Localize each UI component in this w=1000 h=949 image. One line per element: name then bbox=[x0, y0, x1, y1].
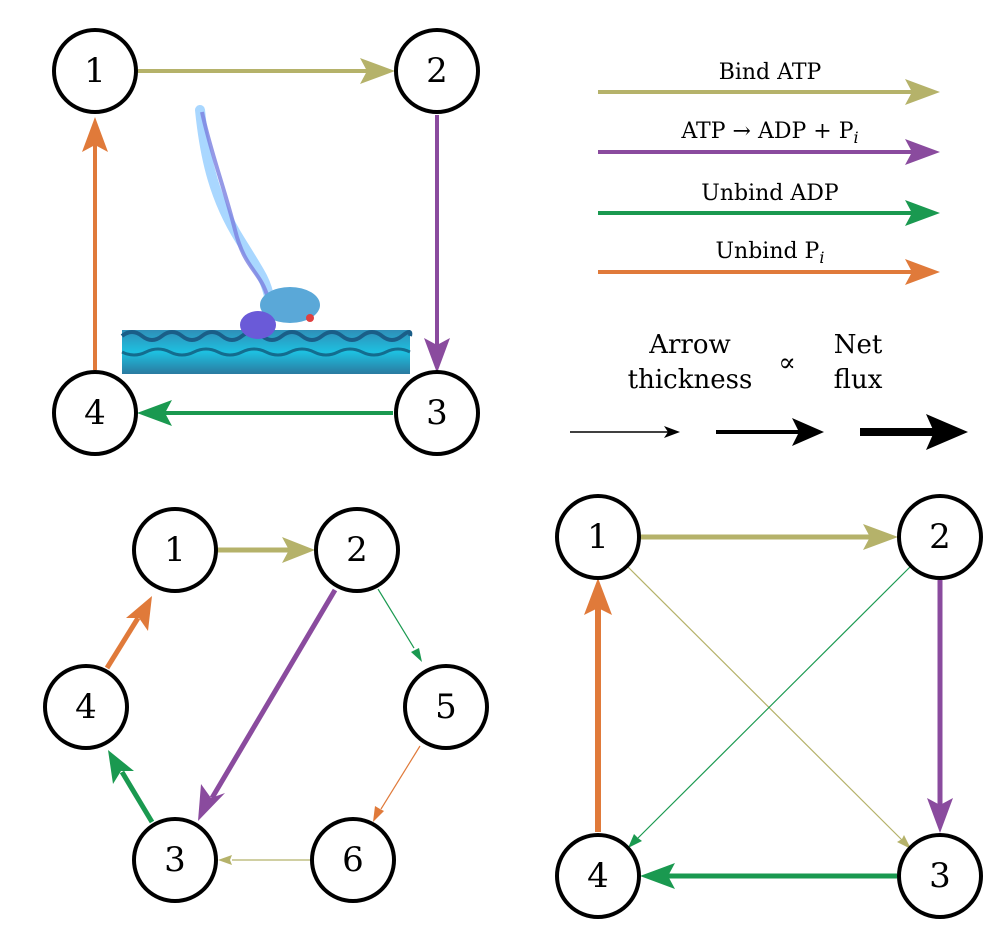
thick-flux-arrow bbox=[860, 414, 968, 450]
flux-net-label-2: flux bbox=[834, 365, 883, 395]
transition-legend: Bind ATP ATP → ADP + Pi Unbind ADP Unbin… bbox=[598, 60, 940, 285]
bottom-right-edges bbox=[584, 524, 953, 889]
edge-3-to-4-arrowhead bbox=[108, 750, 134, 784]
bottom-right-cycle-diagram: 1 2 3 4 bbox=[555, 494, 983, 919]
legend-unbind-adp-label: Unbind ADP bbox=[701, 181, 839, 206]
bottom-left-node-3: 3 bbox=[132, 817, 218, 903]
node-label: 2 bbox=[426, 51, 448, 91]
node-label: 4 bbox=[84, 393, 106, 433]
legend-unbind-pi: Unbind Pi bbox=[598, 239, 940, 285]
node-label: 4 bbox=[75, 687, 97, 727]
edge-2-to-3-arrowhead bbox=[198, 784, 225, 821]
bottom-left-node-6: 6 bbox=[310, 817, 396, 903]
top-left-node-2: 2 bbox=[394, 28, 480, 114]
edge-2-to-3-arrowhead bbox=[927, 798, 953, 833]
legend-unbind-pi-label: Unbind Pi bbox=[715, 239, 824, 267]
bottom-left-node-5: 5 bbox=[403, 664, 489, 750]
node-label: 3 bbox=[929, 856, 951, 896]
edge-4-to-1-arrowhead bbox=[82, 117, 108, 152]
edge-1-to-2-arrowhead bbox=[282, 537, 315, 563]
edge-3-to-4-arrowhead bbox=[640, 863, 675, 889]
node-label: 4 bbox=[587, 856, 609, 896]
edge-4-to-1-arrowhead bbox=[126, 596, 152, 631]
node-label: 6 bbox=[342, 840, 364, 880]
top-left-node-1: 1 bbox=[52, 28, 138, 114]
bottom-left-node-4: 4 bbox=[43, 664, 129, 750]
edge-4-to-1-arrowhead bbox=[584, 578, 612, 615]
proportional-symbol: ∝ bbox=[778, 348, 796, 378]
top-left-edges bbox=[82, 58, 450, 426]
node-label: 2 bbox=[346, 530, 368, 570]
top-left-node-4: 4 bbox=[52, 370, 138, 456]
legend-bind-atp-label: Bind ATP bbox=[719, 60, 822, 85]
flux-arrow-label-1: Arrow bbox=[648, 330, 731, 360]
edge-6-to-3-arrowhead bbox=[218, 855, 232, 865]
edge-1-to-3 bbox=[627, 566, 903, 841]
bottom-left-edges bbox=[104, 537, 422, 865]
thin-flux-arrow bbox=[570, 426, 680, 438]
top-left-node-3: 3 bbox=[394, 370, 480, 456]
medium-flux-arrow bbox=[716, 418, 824, 446]
node-label: 2 bbox=[929, 517, 951, 557]
top-left-cycle-diagram: 1 2 3 4 bbox=[52, 28, 480, 456]
flux-net-label-1: Net bbox=[834, 330, 883, 360]
legend-hydrolysis-label: ATP → ADP + Pi bbox=[680, 119, 858, 147]
edge-5-to-6-arrowhead bbox=[373, 806, 384, 822]
node-label: 1 bbox=[587, 517, 609, 557]
edge-2-to-5 bbox=[377, 588, 415, 649]
bottom-left-cycle-diagram: 1 2 3 4 5 6 bbox=[43, 507, 489, 903]
legend-unbind-adp: Unbind ADP bbox=[598, 181, 940, 226]
bottom-left-node-2: 2 bbox=[314, 507, 400, 593]
edge-2-to-3-arrowhead bbox=[424, 338, 450, 373]
myosin-actin-structure-image bbox=[120, 105, 413, 374]
flux-arrow-label-2: thickness bbox=[628, 365, 753, 395]
edge-1-to-2-arrowhead bbox=[863, 524, 898, 550]
legend-hydrolysis: ATP → ADP + Pi bbox=[598, 119, 940, 165]
node-label: 1 bbox=[84, 51, 106, 91]
bottom-right-node-4: 4 bbox=[555, 833, 641, 919]
bottom-right-node-3: 3 bbox=[897, 833, 983, 919]
edge-4-to-1 bbox=[104, 616, 141, 670]
edge-1-to-2-arrowhead bbox=[360, 58, 395, 84]
node-label: 5 bbox=[435, 687, 457, 727]
flux-thickness-legend: Arrow thickness ∝ Net flux bbox=[570, 330, 968, 450]
edge-1-to-3-arrowhead bbox=[897, 835, 911, 849]
bottom-right-node-2: 2 bbox=[897, 494, 983, 580]
edge-2-to-5-arrowhead bbox=[411, 648, 422, 662]
edge-2-to-3 bbox=[209, 588, 338, 800]
legend-bind-atp: Bind ATP bbox=[598, 60, 940, 105]
edge-3-to-4 bbox=[119, 770, 155, 824]
node-label: 3 bbox=[426, 393, 448, 433]
edge-2-to-4-arrowhead bbox=[628, 834, 642, 848]
node-label: 3 bbox=[164, 840, 186, 880]
bottom-right-node-1: 1 bbox=[555, 494, 641, 580]
edge-3-to-4-arrowhead bbox=[137, 400, 172, 426]
edge-5-to-6 bbox=[380, 745, 421, 810]
edge-2-to-4 bbox=[637, 566, 911, 839]
bottom-left-node-1: 1 bbox=[132, 507, 218, 593]
node-label: 1 bbox=[164, 530, 186, 570]
